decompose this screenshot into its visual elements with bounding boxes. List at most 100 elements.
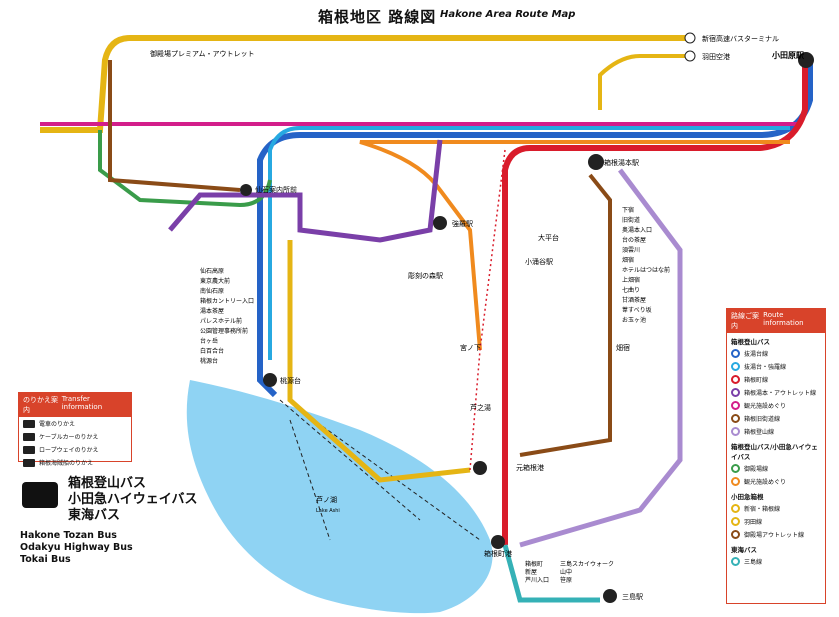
hub-markers [240, 32, 814, 603]
legend-row: 箱根湯本・アウトレット線 [727, 386, 825, 399]
hub-premium-outlet: 御殿場プレミアム・アウトレット [150, 49, 255, 58]
legend-row: 抜湯台・強羅線 [727, 360, 825, 373]
route-brown [108, 60, 612, 457]
stop-label: 葦すべり坂 [622, 306, 652, 314]
hub-ashinoyu: 芦之湯 [470, 403, 491, 412]
legend-row: 観光施設めぐり [727, 475, 825, 488]
stops-right-list: 下宿 旧街道 奥湯本入口 台の茶屋 須雲川 畑宿 ホテルはつはな前 上畑宿 七曲… [622, 206, 670, 324]
bus-company-jp: 東海バス [68, 508, 121, 523]
stop-label: 公園管理事務所前 [200, 327, 248, 335]
stop-label: 下宿 [622, 206, 634, 214]
stop-label: 仙石高原 [200, 267, 224, 275]
transfer-heading-en: Transfer information [61, 395, 103, 411]
hub-mishima: 三島駅 [622, 592, 643, 601]
hub-haneda: 羽田空港 [702, 52, 730, 61]
legend-row: 新宿・箱根線 [727, 502, 825, 515]
route-legend: 路線ご案内 Route information 箱根登山バス 抜湯台線 抜湯台・… [726, 308, 826, 604]
page-title: 箱根地区 路線図 [318, 8, 437, 26]
hub-hakone-machi: 箱根町港 [484, 549, 512, 558]
stops-south-list: 箱根町 新屋 芦川入口 三島スカイウォーク 山中 笹原 [525, 560, 614, 584]
legend-section-title: 箱根登山バス [731, 338, 770, 346]
stop-label: 白百合台 [200, 347, 224, 355]
legend-heading: 路線ご案内 [731, 312, 759, 330]
legend-section-title: 東海バス [731, 546, 757, 554]
stop-label: ホテルはつはな前 [622, 266, 670, 274]
stop-label: 新屋 [525, 568, 537, 576]
bus-icon [22, 482, 58, 508]
hub-ashinoko: 芦ノ湖 [316, 495, 337, 504]
stop-label: 桃源台 [200, 357, 218, 365]
legend-row: 御殿場アウトレット線 [727, 528, 825, 541]
route-yellow-west [287, 240, 471, 483]
transfer-item: 電車のりかえ [19, 417, 131, 430]
legend-row: 抜湯台線 [727, 347, 825, 360]
legend-section-title: 箱根登山バス/小田急ハイウェイバス [731, 443, 818, 461]
hub-chokokunomori: 彫刻の森駅 [408, 271, 443, 280]
bus-company-jp: 小田急ハイウェイバス [68, 492, 198, 507]
railway-line [469, 149, 506, 471]
stop-label: 須雲川 [622, 246, 640, 254]
route-haneda [598, 54, 690, 110]
hub-sengoku: 仙石案内所前 [255, 185, 297, 194]
hub-shinjuku: 新宿高速バスターミナル [702, 34, 779, 43]
legend-row: 三島線 [727, 555, 825, 568]
stop-label: 甘酒茶屋 [622, 296, 646, 304]
hub-hakone-yumoto: 箱根湯本駅 [604, 158, 639, 167]
ferry-line [279, 399, 481, 541]
hub-ohiradai: 大平台 [538, 233, 559, 242]
legend-row: 箱根町線 [727, 373, 825, 386]
legend-row: 箱根登山線 [727, 425, 825, 438]
bus-company-jp: 箱根登山バス [68, 476, 147, 491]
hub-kowakidani: 小涌谷駅 [525, 257, 553, 266]
stop-label: 湯本茶屋 [200, 307, 224, 315]
stop-label: 七曲り [622, 286, 640, 294]
stop-label: 三島スカイウォーク [560, 560, 614, 568]
stop-label: 山中 [560, 568, 572, 576]
route-yellow [40, 35, 690, 133]
route-cyan [268, 126, 790, 360]
transfer-info-box: のりかえ案内 Transfer information 電車のりかえ ケーブルカ… [18, 392, 132, 467]
hub-hatajuku: 畑宿 [616, 343, 630, 352]
hub-moto-hakone: 元箱根港 [516, 463, 544, 472]
stop-label: 旧街道 [622, 216, 640, 224]
legend-row: 観光施設めぐり [727, 399, 825, 412]
stop-label: 南仙石原 [200, 287, 224, 295]
hub-gora: 強羅駅 [452, 220, 473, 228]
hub-miyanoshita: 宮ノ下 [460, 343, 481, 352]
stop-label: お玉ヶ池 [622, 316, 646, 324]
cable-car-icon [23, 432, 35, 441]
legend-row: 箱根旧街道線 [727, 412, 825, 425]
stop-label: 奥湯本入口 [622, 226, 652, 234]
stops-left-list: 仙石高原 東京農大前 南仙石原 箱根カントリー入口 湯本茶屋 パレスホテル前 公… [200, 267, 254, 365]
bus-companies-en: Hakone Tozan Bus Odakyu Highway Bus Toka… [20, 530, 133, 566]
legend-heading-en: Route information [763, 311, 804, 327]
stop-label: 上畑宿 [622, 276, 640, 284]
stop-label: 芦川入口 [525, 576, 549, 584]
stop-label: 東京農大前 [200, 277, 230, 285]
route-green [98, 130, 272, 208]
bus-company-en: Tokai Bus [20, 554, 71, 565]
lake-label-en: Lake Ashi [316, 508, 340, 514]
stop-label: 笹原 [560, 576, 572, 584]
route-lavender [519, 168, 683, 548]
legend-section-title: 小田急箱根 [731, 493, 764, 501]
transfer-heading: のりかえ案内 [23, 396, 58, 414]
hub-togendai: 桃源台 [280, 376, 301, 385]
bus-companies: 箱根登山バス 小田急ハイウェイバス 東海バス [68, 476, 197, 524]
route-purple [168, 139, 443, 243]
transfer-item: ケーブルカーのりかえ [19, 430, 131, 443]
stop-label: 箱根町 [525, 560, 543, 568]
route-teal [502, 544, 600, 603]
transfer-item: ロープウェイのりかえ [19, 443, 131, 456]
bus-company-en: Odakyu Highway Bus [20, 542, 133, 553]
legend-row: 御殿場線 [727, 462, 825, 475]
ropeway-icon [23, 445, 35, 454]
stop-label: 箱根カントリー入口 [200, 297, 254, 305]
route-orange [359, 140, 790, 351]
route-red [502, 62, 808, 545]
hub-odawara: 小田原駅 [771, 50, 805, 60]
stop-label: パレスホテル前 [200, 317, 242, 325]
bus-company-en: Hakone Tozan Bus [20, 530, 117, 541]
stop-label: 台の茶屋 [622, 236, 646, 244]
